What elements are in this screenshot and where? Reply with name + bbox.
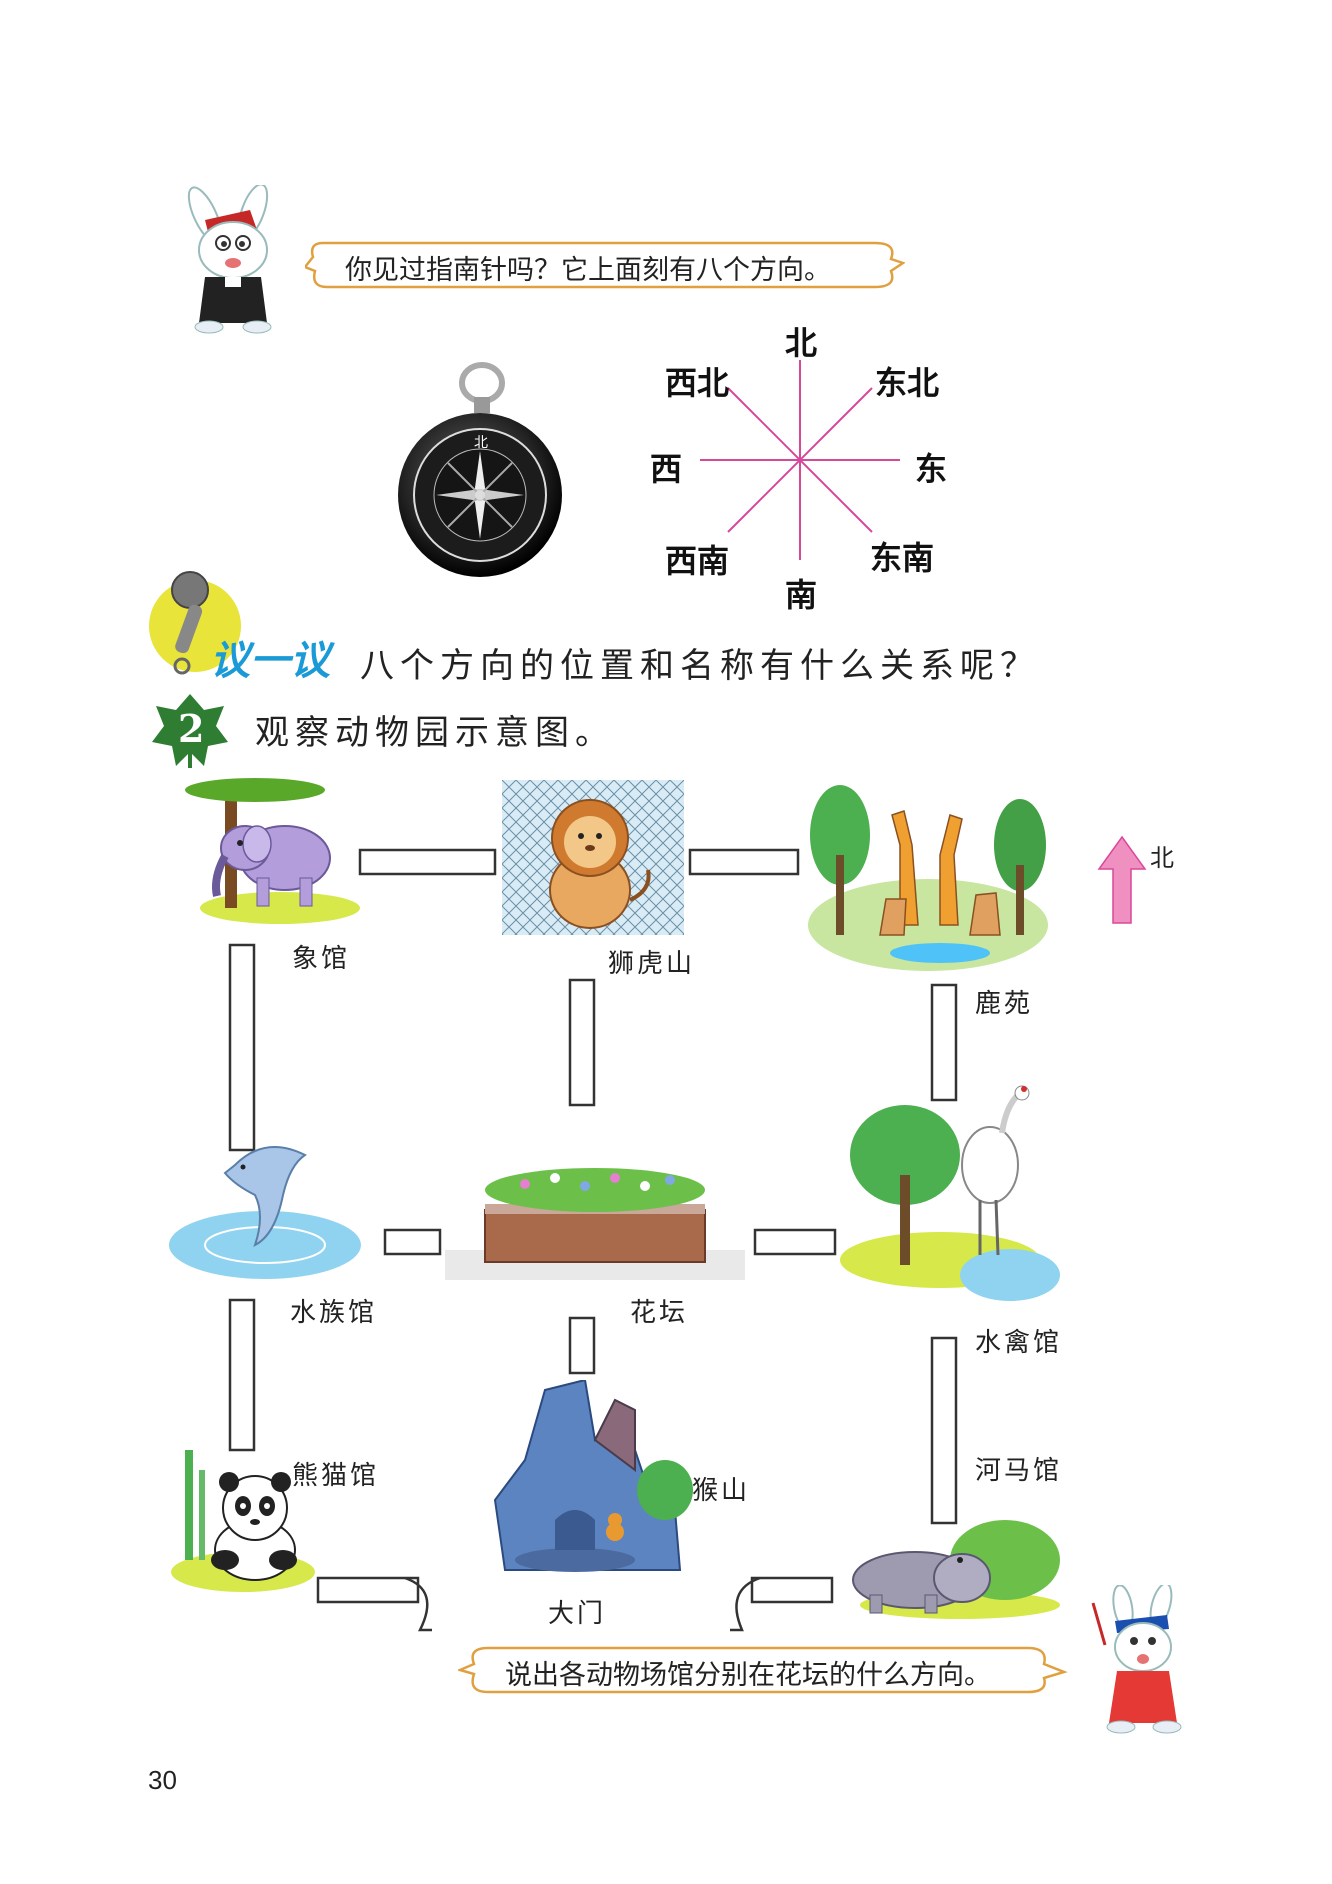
exercise-text: 观察动物园示意图。	[255, 713, 615, 753]
place-monkey: 猴山	[692, 1476, 751, 1506]
page-number: 30	[148, 1765, 177, 1795]
elephant-illustration	[185, 778, 360, 924]
flowerbed-illustration	[445, 1168, 745, 1280]
place-deer: 鹿苑	[975, 989, 1034, 1019]
rabbit-student-illustration	[1091, 1585, 1182, 1734]
label-northwest: 西北	[665, 364, 730, 402]
label-west: 西	[650, 450, 683, 488]
rabbit-teacher-illustration	[187, 185, 272, 334]
place-panda: 熊猫馆	[292, 1461, 380, 1491]
deer-illustration	[808, 785, 1048, 971]
direction-rose	[700, 360, 900, 560]
place-waterbird: 水禽馆	[975, 1328, 1063, 1358]
panda-illustration	[171, 1450, 315, 1592]
lion-illustration	[502, 780, 684, 935]
monkey-hill-illustration	[493, 1380, 693, 1572]
svg-text:北: 北	[474, 435, 488, 451]
speech-text-bottom: 说出各动物场馆分别在花坛的什么方向。	[505, 1660, 991, 1691]
place-lion: 狮虎山	[608, 949, 696, 979]
compass-photo: 北	[398, 362, 562, 577]
dolphin-illustration	[169, 1146, 361, 1279]
discuss-text: 八个方向的位置和名称有什么关系呢？	[360, 646, 1040, 686]
label-southeast: 东南	[870, 539, 935, 577]
place-flowerbed: 花坛	[630, 1298, 689, 1328]
discuss-badge: 议一议	[210, 638, 330, 684]
label-northeast: 东北	[875, 364, 940, 402]
north-arrow-icon	[1097, 835, 1147, 924]
place-hippo: 河马馆	[975, 1456, 1063, 1486]
place-gate: 大门	[548, 1599, 607, 1629]
leaf-number-icon	[152, 694, 228, 768]
label-north: 北	[785, 324, 818, 362]
speech-bubble-bottom	[458, 1646, 1068, 1694]
speech-text-top: 你见过指南针吗？它上面刻有八个方向。	[345, 255, 831, 286]
crane-illustration	[840, 1085, 1060, 1301]
speech-bubble-top	[305, 241, 905, 289]
exercise-number: 2	[178, 706, 205, 751]
microphone-icon	[149, 571, 241, 675]
north-label: 北	[1150, 844, 1174, 872]
place-aquarium: 水族馆	[290, 1298, 378, 1328]
label-east: 东	[915, 450, 948, 488]
place-elephant: 象馆	[292, 944, 351, 974]
label-southwest: 西南	[665, 542, 730, 580]
label-south: 南	[785, 576, 818, 614]
hippo-illustration	[852, 1520, 1060, 1619]
